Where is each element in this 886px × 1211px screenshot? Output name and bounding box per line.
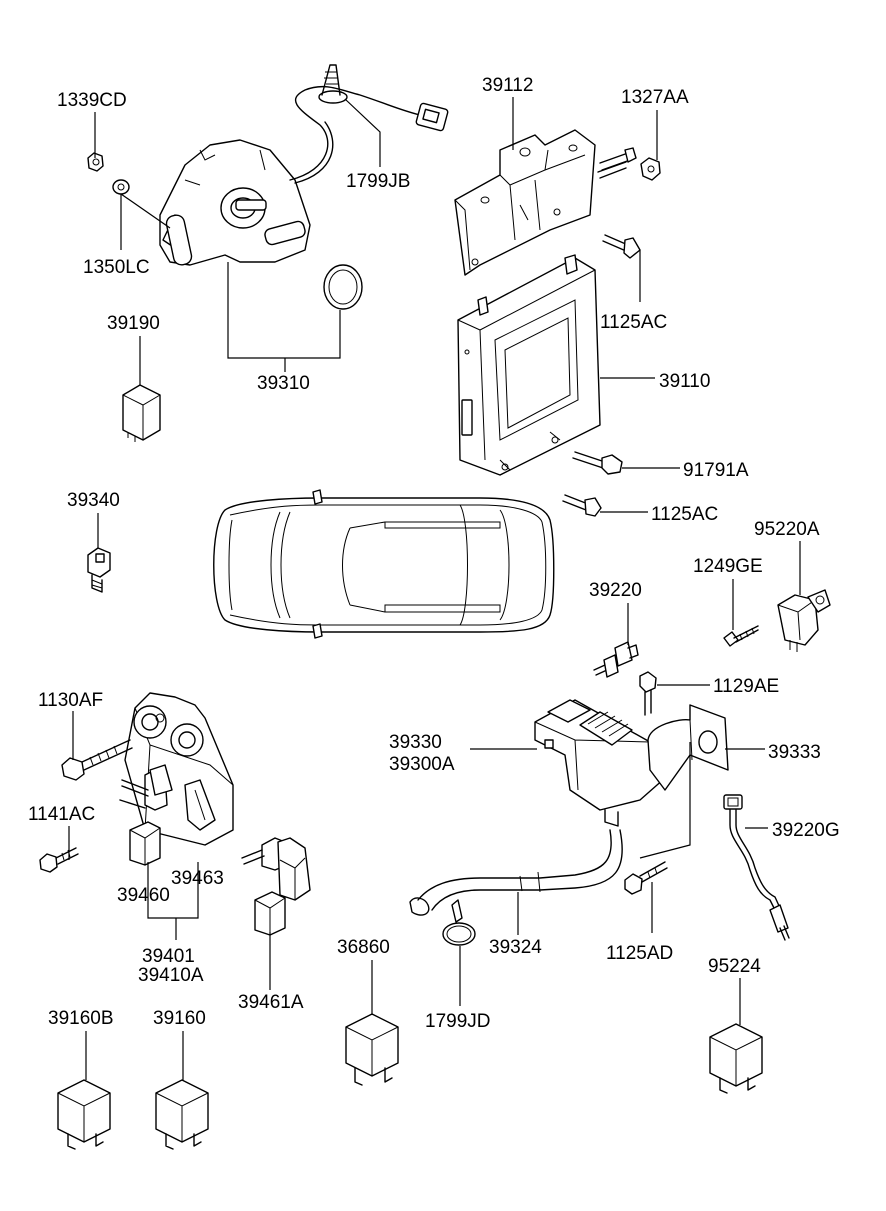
label-1129AE: 1129AE — [713, 676, 779, 697]
ecu-39110 — [457, 254, 601, 476]
relay-36860 — [345, 1013, 399, 1086]
label-39410A: 39410A — [138, 965, 204, 986]
ecu-bracket-39112 — [454, 129, 596, 276]
vehicle-top-view — [213, 489, 555, 639]
sensor-39220 — [593, 641, 639, 678]
bracket-39333 — [647, 704, 729, 791]
label-39333: 39333 — [768, 742, 821, 763]
label-36860: 36860 — [337, 937, 390, 958]
sensor-95220A — [777, 589, 831, 652]
bolt-1129AE — [639, 671, 657, 716]
bolt-1125AC-top — [602, 234, 641, 259]
label-1125AC-mid: 1125AC — [651, 504, 718, 525]
label-39190: 39190 — [107, 313, 160, 334]
label-1125AD: 1125AD — [606, 943, 673, 964]
label-39300A: 39300A — [389, 754, 455, 775]
relay-39160B — [57, 1079, 111, 1150]
relay-39190 — [122, 384, 161, 442]
solenoid-valve-39461A — [241, 837, 311, 936]
label-39461A: 39461A — [238, 992, 304, 1013]
label-1130AF: 1130AF — [38, 690, 103, 711]
label-39401: 39401 — [142, 946, 195, 967]
label-1249GE: 1249GE — [693, 556, 763, 577]
label-39340: 39340 — [67, 490, 120, 511]
label-39160B: 39160B — [48, 1008, 114, 1029]
bolt-1130AF — [61, 739, 133, 781]
bolts-1327AA — [597, 147, 661, 181]
label-1125AC-top: 1125AC — [600, 312, 667, 333]
screw-1249GE — [723, 625, 759, 647]
label-39110: 39110 — [659, 371, 710, 392]
label-1339CD: 1339CD — [57, 90, 127, 111]
label-95220A: 95220A — [754, 519, 820, 540]
label-39160: 39160 — [153, 1008, 206, 1029]
hose-39324 — [409, 829, 623, 916]
bolt-91791A — [572, 451, 623, 475]
label-1327AA: 1327AA — [621, 87, 689, 108]
throttle-position-sensor — [159, 64, 449, 266]
label-95224: 95224 — [708, 956, 761, 977]
bolt-1141AC — [39, 847, 79, 873]
relay-95224 — [709, 1023, 763, 1094]
washer-1350LC — [112, 179, 130, 195]
leader-lines — [68, 97, 801, 1080]
solenoid-valve-assembly-39401 — [119, 692, 234, 866]
label-39330: 39330 — [389, 732, 442, 753]
label-1141AC: 1141AC — [28, 804, 95, 825]
part-labels: 1339CD 1350LC 1799JB 39310 39190 39340 3… — [28, 75, 840, 1032]
label-39460: 39460 — [117, 885, 170, 906]
map-sensor-39330 — [534, 699, 666, 827]
label-39463: 39463 — [171, 868, 224, 889]
sensor-39340 — [87, 547, 111, 593]
bolt-1125AD — [624, 861, 668, 895]
label-1799JD: 1799JD — [425, 1011, 491, 1032]
label-39310: 39310 — [257, 373, 310, 394]
label-91791A: 91791A — [683, 460, 749, 481]
label-39220: 39220 — [589, 580, 642, 601]
bolt-1125AC-mid — [562, 494, 602, 517]
clamp-1799JD — [442, 899, 476, 946]
label-39220G: 39220G — [772, 820, 840, 841]
nut-1339CD — [87, 152, 104, 172]
label-1350LC: 1350LC — [83, 257, 150, 278]
label-39112: 39112 — [482, 75, 533, 96]
label-1799JB: 1799JB — [346, 171, 410, 192]
relay-39160 — [155, 1079, 209, 1150]
label-39324: 39324 — [489, 937, 542, 958]
oxygen-sensor-39220G — [723, 794, 790, 941]
o-ring — [323, 264, 363, 310]
